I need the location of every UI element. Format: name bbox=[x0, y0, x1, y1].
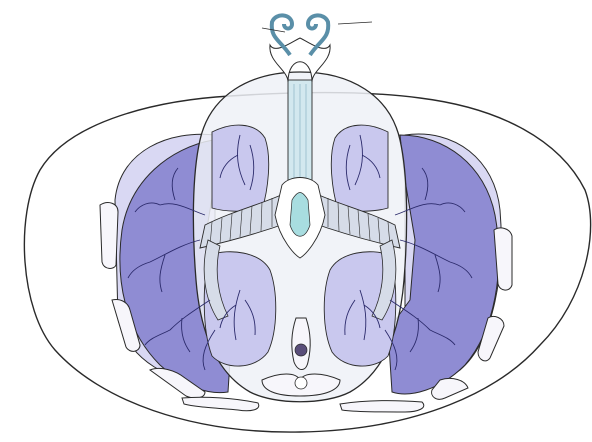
left-lung-inner-upper bbox=[212, 125, 269, 211]
carina-inner bbox=[290, 193, 310, 237]
nerve-right bbox=[338, 22, 372, 24]
rib-right-4 bbox=[340, 401, 424, 412]
right-lung-inner-upper bbox=[331, 125, 388, 211]
spinal-cord bbox=[295, 344, 307, 356]
rib-left-1 bbox=[100, 203, 118, 269]
vertebra-foramen bbox=[295, 377, 307, 389]
